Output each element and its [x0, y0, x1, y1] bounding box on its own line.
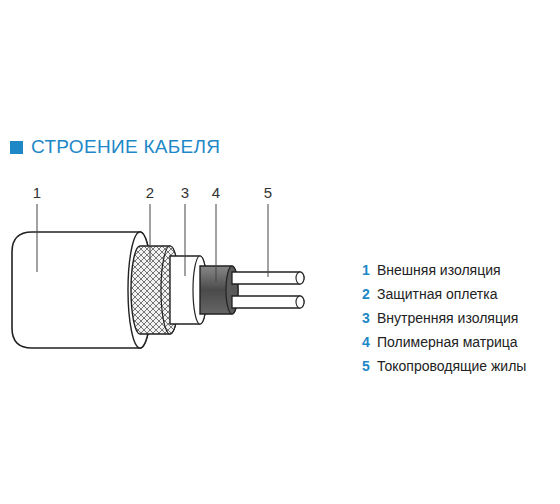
list-number: 5 [362, 358, 370, 374]
list-number: 3 [362, 310, 370, 326]
leader-lines [37, 204, 268, 282]
part-name: Полимерная матрица [377, 334, 518, 350]
list-number: 1 [362, 262, 370, 278]
callout-number: 4 [212, 184, 220, 201]
list-number: 2 [362, 286, 370, 302]
callout-number: 5 [264, 184, 272, 201]
callout-number: 3 [181, 184, 189, 201]
callout-number: 1 [33, 184, 41, 201]
part-name: Внешняя изоляция [377, 262, 501, 278]
part-name: Токопроводящие жилы [377, 358, 526, 374]
part-name: Защитная оплетка [377, 286, 497, 302]
list-number: 4 [362, 334, 370, 350]
conductor-wires [232, 272, 304, 308]
part-name: Внутренняя изоляция [377, 310, 518, 326]
callout-number: 2 [146, 184, 154, 201]
title-square [10, 141, 23, 154]
title: СТРОЕНИЕ КАБЕЛЯ [31, 136, 220, 158]
